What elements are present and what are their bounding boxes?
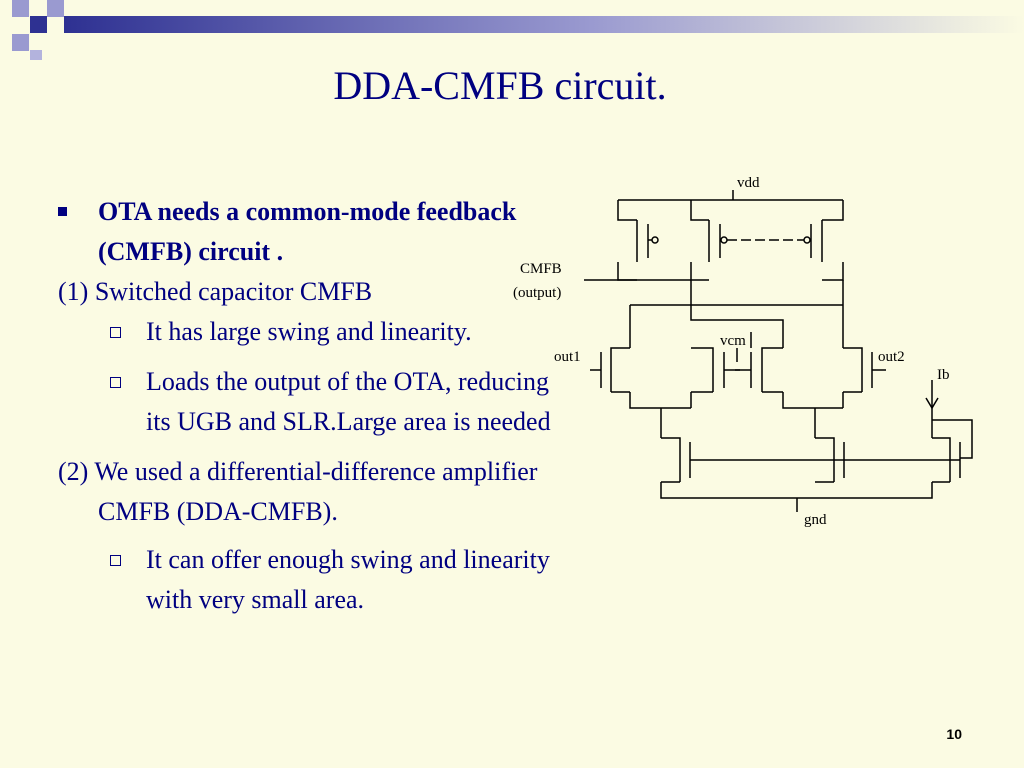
sub-bullet-text: It can offer enough swing and linearity …: [146, 545, 550, 614]
nmos-bias: [932, 419, 973, 483]
nmos-vcm-right: [735, 347, 843, 409]
sub-bullet-text: Loads the output of the OTA, reducing it…: [146, 367, 551, 436]
nmos-out1: [590, 347, 691, 409]
header-decoration: [12, 0, 1024, 60]
sub-bullet: It has large swing and linearity.: [58, 312, 558, 352]
mid-bus-wire: [629, 280, 844, 348]
label-out1: out1: [554, 349, 581, 365]
hollow-square-bullet-icon: [110, 377, 121, 388]
bullet-item: OTA needs a common-mode feedback (CMFB) …: [58, 192, 558, 272]
tail-wire: [660, 408, 816, 438]
hollow-square-bullet-icon: [110, 555, 121, 566]
nmos-tail-1: [661, 437, 691, 483]
cmfb-output-wire: [584, 279, 692, 305]
pmos-bubble-icon: [803, 236, 811, 244]
vdd-wire: [618, 190, 843, 201]
ib-arrow-icon: [925, 397, 939, 410]
sub-bullet: It can offer enough swing and linearity …: [58, 540, 558, 620]
label-out2: out2: [878, 349, 905, 365]
gnd-wire: [660, 482, 933, 512]
label-cmfb: CMFB: [520, 261, 562, 277]
nmos-vcm-left: [690, 347, 740, 408]
label-gnd: gnd: [804, 512, 827, 528]
label-ib: Ib: [937, 367, 950, 383]
pmos-load-2: [690, 200, 721, 281]
square-bullet-icon: [58, 207, 67, 216]
sub-bullet-text: It has large swing and linearity.: [146, 317, 472, 346]
slide-body: OTA needs a common-mode feedback (CMFB) …: [58, 192, 558, 620]
numbered-item-1: (1) Switched capacitor CMFB: [58, 277, 373, 306]
pmos-load-3: [810, 200, 844, 281]
page-number: 10: [946, 726, 962, 742]
numbered-item-2: (2) We used a differential-difference am…: [58, 457, 538, 526]
hollow-square-bullet-icon: [110, 327, 121, 338]
pmos-bubble-icon: [651, 236, 659, 244]
bullet-text: OTA needs a common-mode feedback (CMFB) …: [98, 197, 517, 266]
nmos-out2: [842, 347, 886, 408]
label-vcm: vcm: [720, 333, 746, 349]
label-vdd: vdd: [737, 175, 760, 191]
pmos-bubble-icon: [720, 236, 728, 244]
slide-title: DDA-CMFB circuit.: [333, 63, 667, 108]
label-cmfb-output: (output): [513, 285, 561, 301]
sub-bullet: Loads the output of the OTA, reducing it…: [58, 362, 558, 442]
cmfb-circuit-schematic: vdd CMFB (output) vcm out1 out2 Ib gnd: [513, 175, 973, 528]
